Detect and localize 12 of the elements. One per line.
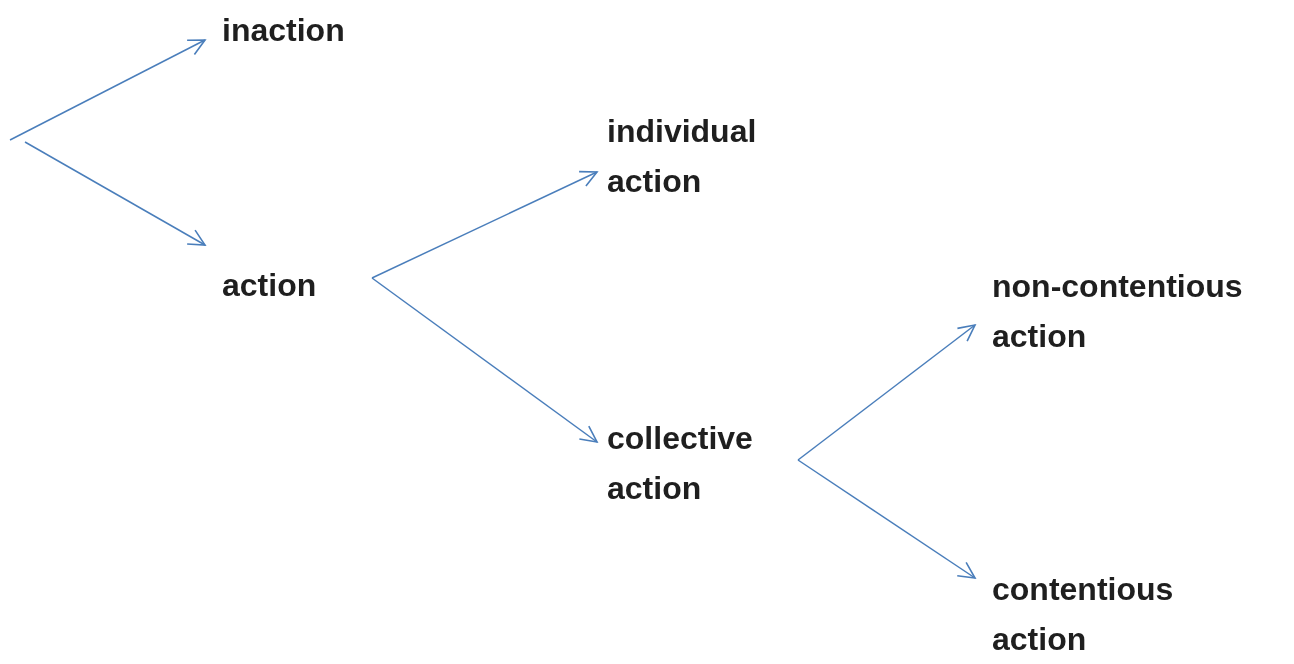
node-label: action: [222, 266, 317, 305]
node-label: collective action: [607, 419, 754, 508]
arrow: [9, 39, 206, 141]
arrow: [371, 277, 598, 443]
arrow: [24, 141, 206, 246]
node-label: contentious action: [992, 570, 1175, 659]
arrow: [797, 324, 976, 461]
node-label: individual action: [607, 112, 758, 201]
node-label: non-contentious action: [992, 267, 1244, 356]
node-label: inaction: [222, 11, 345, 50]
arrow: [371, 170, 598, 279]
arrow: [797, 459, 976, 579]
